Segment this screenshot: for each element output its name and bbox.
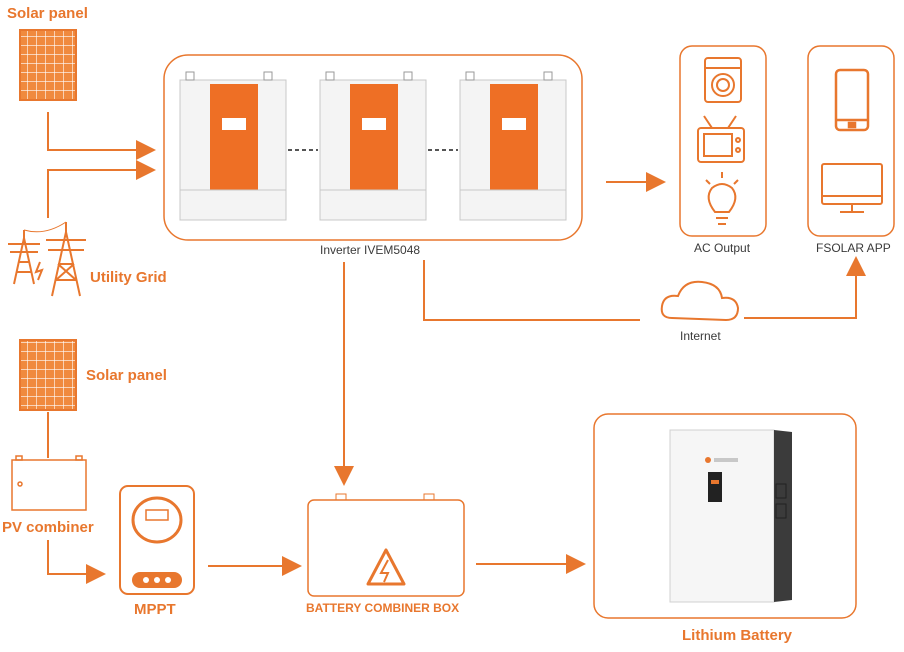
solar-panel-top-label: Solar panel bbox=[7, 5, 88, 22]
lithium-battery: Lithium Battery bbox=[593, 413, 857, 644]
mppt: MPPT bbox=[119, 485, 195, 618]
inverter-frame bbox=[163, 54, 583, 241]
inverter-group: Inverter IVEM5048 bbox=[163, 54, 583, 257]
monitor-icon bbox=[821, 163, 883, 213]
solar-panel-mid: Solar panel bbox=[19, 339, 167, 411]
utility-grid: Utility Grid bbox=[8, 221, 167, 297]
internet-link: Internet bbox=[423, 256, 866, 343]
solar-panel-top: Solar panel bbox=[7, 5, 88, 101]
ac-output-frame bbox=[679, 45, 767, 237]
pv-combiner: PV combiner bbox=[2, 455, 94, 536]
solar-panel-mid-label: Solar panel bbox=[86, 367, 167, 384]
lithium-battery-frame bbox=[593, 413, 857, 619]
tv-icon bbox=[697, 115, 745, 163]
washing-machine-icon bbox=[704, 57, 742, 103]
fsolar-app-label: FSOLAR APP bbox=[816, 241, 891, 255]
inverter-icon bbox=[459, 71, 567, 221]
fsolar-app: FSOLAR APP bbox=[807, 45, 895, 255]
solar-panel-icon bbox=[19, 339, 77, 411]
battery-combiner-box-frame bbox=[307, 499, 465, 597]
pv-combiner-to-mppt bbox=[47, 540, 106, 584]
utility-grid-label: Utility Grid bbox=[90, 269, 167, 286]
warning-icon bbox=[366, 548, 406, 586]
mppt-controller-icon bbox=[119, 485, 195, 595]
light-bulb-icon bbox=[705, 172, 739, 225]
inverter-icon bbox=[179, 71, 287, 221]
ac-output: AC Output bbox=[679, 45, 767, 255]
lithium-battery-label: Lithium Battery bbox=[682, 627, 793, 644]
ac-output-label: AC Output bbox=[694, 241, 751, 255]
cloud-icon bbox=[660, 280, 740, 322]
solar-panel-icon bbox=[19, 29, 77, 101]
pv-combiner-label: PV combiner bbox=[2, 519, 94, 536]
power-tower-icon bbox=[8, 221, 86, 297]
lithium-battery-icon bbox=[669, 429, 792, 603]
fsolar-app-frame bbox=[807, 45, 895, 237]
battery-combiner-box: BATTERY COMBINER BOX bbox=[306, 493, 465, 615]
pv-combiner-icon bbox=[11, 455, 87, 511]
inverter-label: Inverter IVEM5048 bbox=[320, 243, 420, 257]
mppt-label: MPPT bbox=[134, 601, 176, 618]
inverter-icon bbox=[319, 71, 427, 221]
battery-combiner-box-label: BATTERY COMBINER BOX bbox=[306, 601, 459, 615]
smartphone-icon bbox=[834, 68, 870, 132]
connectors-left bbox=[47, 112, 156, 218]
internet-label: Internet bbox=[680, 329, 721, 343]
